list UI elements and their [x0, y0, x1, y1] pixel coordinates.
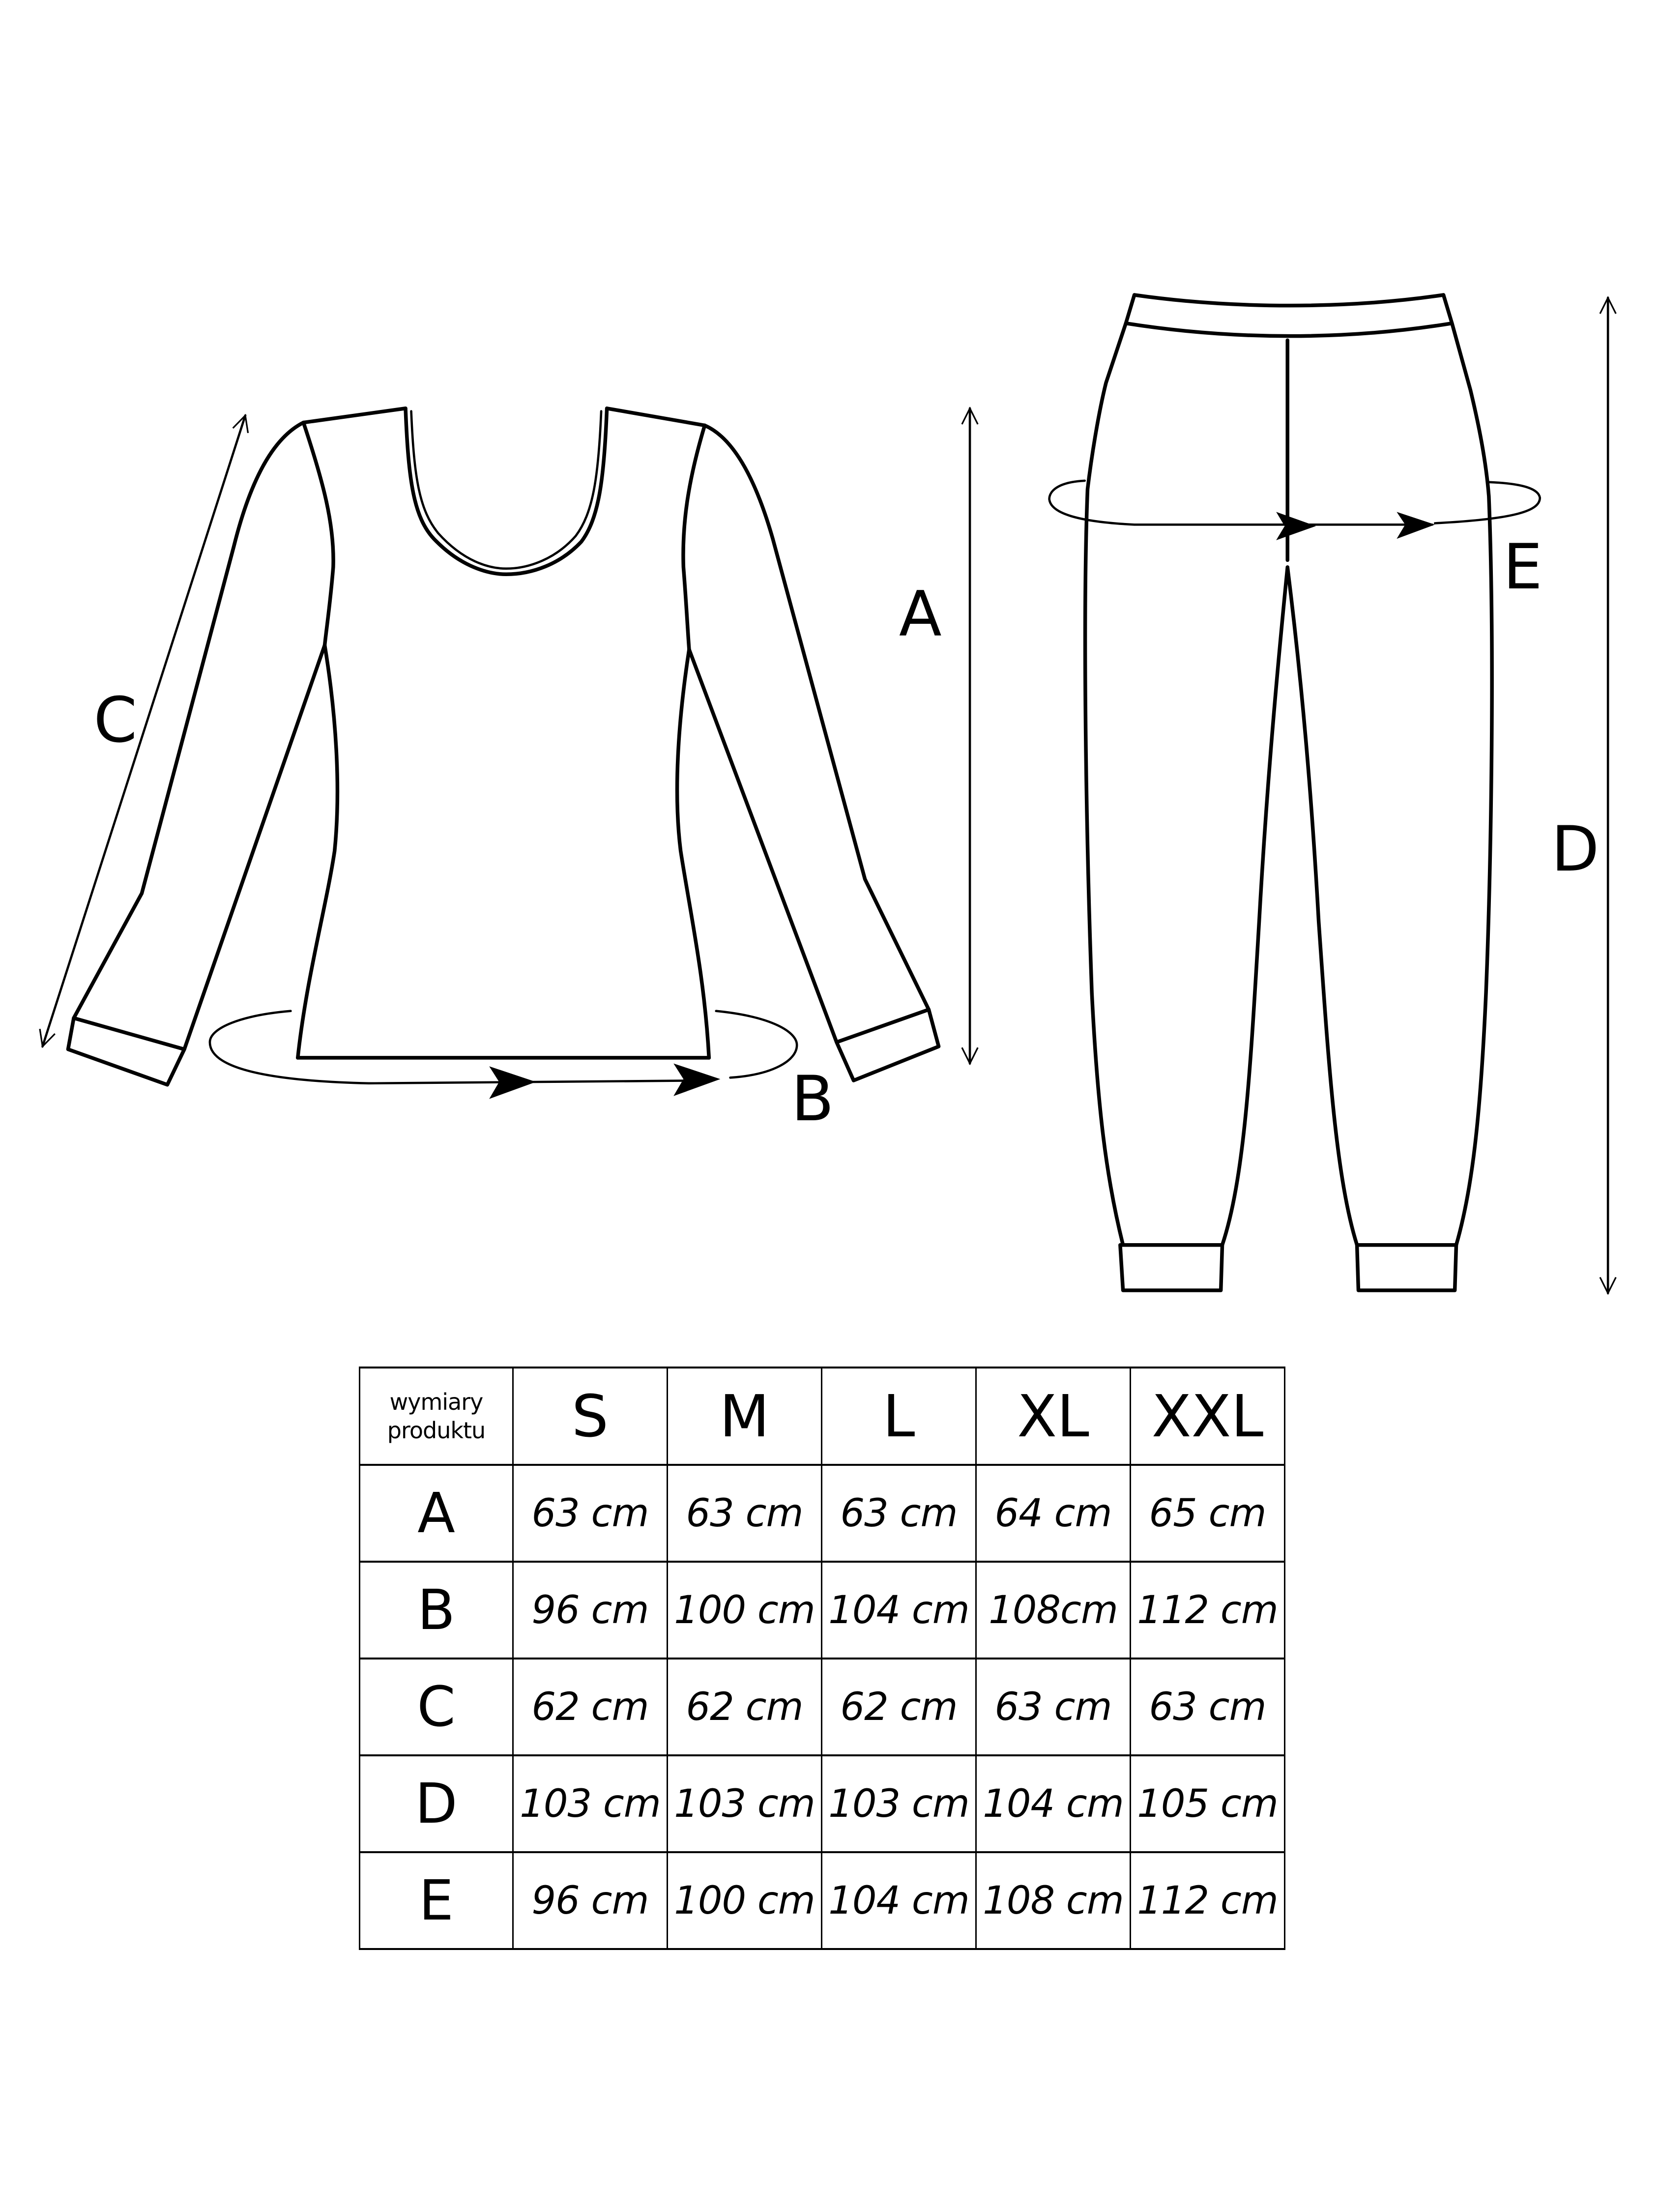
pants-left-outseam: [1083, 293, 1136, 1247]
table-cell: 63 cm: [975, 1658, 1131, 1756]
measure-b-loop-left: [208, 1010, 710, 1085]
pants-right-outseam: [1441, 293, 1494, 1247]
shirt-left-shoulder: [301, 407, 407, 425]
corner-line-1: wymiary: [389, 1389, 484, 1415]
table-cell: 103 cm: [821, 1754, 977, 1853]
row-label-a: A: [359, 1464, 514, 1563]
size-header-xxl: XXL: [1130, 1367, 1285, 1466]
measure-e-loop-left: [1048, 479, 1433, 526]
pants-left-inseam: [1220, 565, 1289, 1247]
measure-b-arrowhead-2: [673, 1063, 721, 1096]
measure-e-arrowhead-1: [1276, 512, 1316, 541]
table-cell: 112 cm: [1130, 1851, 1285, 1950]
measure-e-arrowhead-2: [1397, 512, 1435, 539]
table-cell: 63 cm: [667, 1464, 822, 1563]
size-header-s: S: [512, 1367, 668, 1466]
row-label-e: E: [359, 1851, 514, 1950]
shirt-right-cuff: [835, 1008, 941, 1082]
table-cell: 63 cm: [512, 1464, 668, 1563]
table-row: B 96 cm 100 cm 104 cm 108cm 112 cm: [359, 1561, 1285, 1659]
label-d: D: [1551, 813, 1600, 885]
shirt-right-sleeve-outer: [702, 423, 931, 1012]
table-cell: 100 cm: [667, 1851, 822, 1950]
pants-right-cuff: [1355, 1243, 1458, 1292]
table-cell: 96 cm: [512, 1851, 668, 1950]
shirt-drawing: C A B: [39, 407, 979, 1135]
pants-right-inseam: [1285, 565, 1359, 1247]
shirt-right-armhole: [681, 423, 707, 651]
label-e: E: [1503, 530, 1543, 603]
table-cell: 104 cm: [821, 1851, 977, 1950]
table-cell: 100 cm: [667, 1561, 822, 1659]
label-c: C: [93, 684, 137, 757]
table-cell: 103 cm: [512, 1754, 668, 1853]
table-cell: 63 cm: [1130, 1658, 1285, 1756]
table-cell: 62 cm: [821, 1658, 977, 1756]
table-cell: 112 cm: [1130, 1561, 1285, 1659]
shirt-right-sleeve-inner: [687, 647, 839, 1044]
shirt-left-sleeve-inner: [182, 643, 327, 1051]
table-corner-header: wymiary produktu: [359, 1367, 514, 1466]
label-a: A: [899, 577, 942, 650]
table-cell: 104 cm: [975, 1754, 1131, 1853]
size-header-l: L: [821, 1367, 977, 1466]
table-cell: 108 cm: [975, 1851, 1131, 1950]
table-row: A 63 cm 63 cm 63 cm 64 cm 65 cm: [359, 1464, 1285, 1563]
shirt-left-cuff: [66, 1016, 186, 1087]
table-row: E 96 cm 100 cm 104 cm 108 cm 112 cm: [359, 1851, 1285, 1950]
table-cell: 96 cm: [512, 1561, 668, 1659]
label-b: B: [791, 1062, 834, 1135]
shirt-right-shoulder: [605, 407, 707, 428]
pants-drawing: E D: [1048, 293, 1617, 1295]
table-cell: 65 cm: [1130, 1464, 1285, 1563]
row-label-c: C: [359, 1658, 514, 1756]
corner-line-2: produktu: [387, 1417, 486, 1444]
measure-b-arrowhead-1: [489, 1066, 536, 1099]
table-cell: 62 cm: [512, 1658, 668, 1756]
shirt-neckline-inner: [410, 410, 603, 570]
shirt-left-armhole: [301, 420, 335, 647]
measure-c-arrow: [39, 413, 249, 1048]
shirt-left-side: [296, 643, 340, 1060]
row-label-d: D: [359, 1754, 514, 1853]
table-cell: 62 cm: [667, 1658, 822, 1756]
table-cell: 64 cm: [975, 1464, 1131, 1563]
row-label-b: B: [359, 1561, 514, 1659]
size-chart-table: wymiary produktu S M L XL XXL A 63 cm 63…: [359, 1367, 1285, 1950]
table-header-row: wymiary produktu S M L XL XXL: [359, 1367, 1285, 1466]
table-cell: 105 cm: [1130, 1754, 1285, 1853]
size-header-m: M: [667, 1367, 822, 1466]
table-cell: 63 cm: [821, 1464, 977, 1563]
pants-waistband-bottom: [1124, 321, 1454, 338]
measure-b-loop-right: [715, 1010, 798, 1079]
table-cell: 108cm: [975, 1561, 1131, 1659]
pants-left-cuff: [1118, 1243, 1224, 1292]
pants-waistband-top: [1132, 293, 1446, 308]
shirt-neckline-outer: [404, 407, 609, 577]
shirt-right-side: [675, 647, 711, 1060]
table-row: D 103 cm 103 cm 103 cm 104 cm 105 cm: [359, 1754, 1285, 1853]
size-header-xl: XL: [975, 1367, 1131, 1466]
measure-e-loop-right: [1433, 481, 1542, 524]
table-cell: 103 cm: [667, 1754, 822, 1853]
table-cell: 104 cm: [821, 1561, 977, 1659]
table-row: C 62 cm 62 cm 62 cm 63 cm 63 cm: [359, 1658, 1285, 1756]
